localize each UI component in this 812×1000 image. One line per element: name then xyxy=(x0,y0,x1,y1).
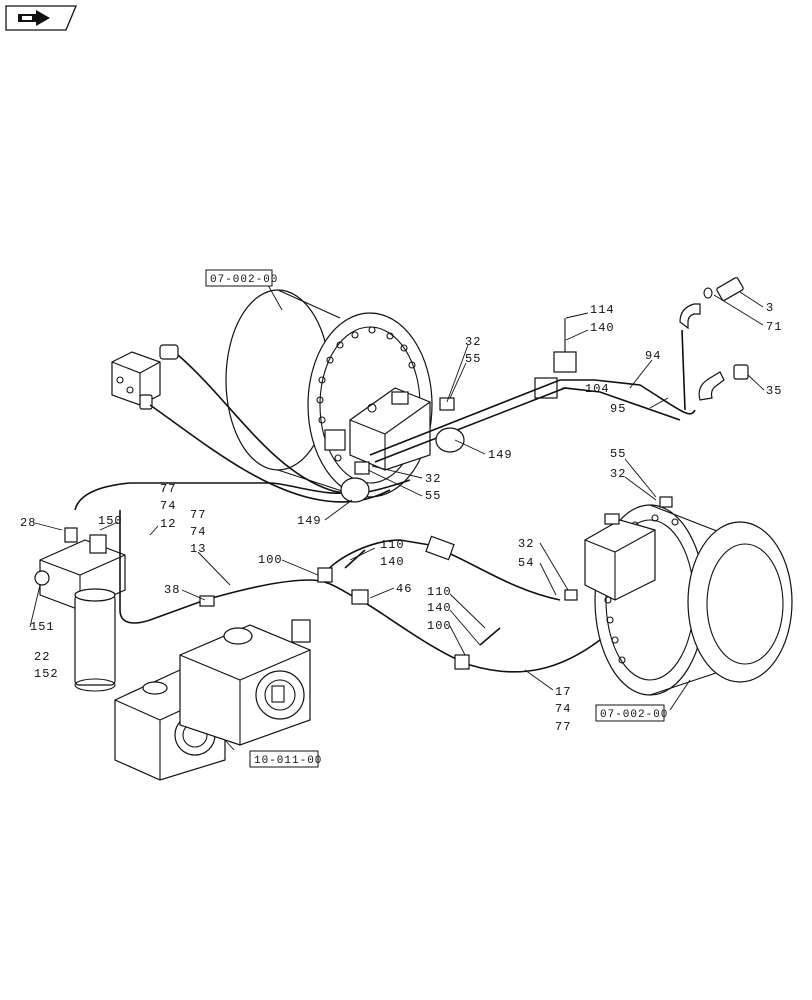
reference-code: 07-002-00 xyxy=(600,709,668,721)
reference-box-pump[interactable]: 10-011-00 xyxy=(249,750,322,768)
callout-74: 74 xyxy=(555,702,571,716)
fittings-top-right xyxy=(534,277,749,401)
callout-110: 110 xyxy=(427,585,452,599)
callout-77: 77 xyxy=(555,720,571,734)
callout-95: 95 xyxy=(610,402,626,416)
callout-149: 149 xyxy=(297,514,322,528)
callout-46: 46 xyxy=(396,582,412,596)
callout-54: 54 xyxy=(518,556,534,570)
reference-code: 10-011-00 xyxy=(254,755,322,767)
callout-38: 38 xyxy=(164,583,180,597)
callout-3: 3 xyxy=(766,301,774,315)
callout-140: 140 xyxy=(380,555,405,569)
callout-104: 104 xyxy=(585,382,610,396)
callout-140: 140 xyxy=(590,321,615,335)
callout-110: 110 xyxy=(380,538,405,552)
callout-150: 150 xyxy=(98,514,123,528)
callout-32: 32 xyxy=(518,537,534,551)
return-arrow-icon[interactable] xyxy=(5,5,77,31)
callout-32: 32 xyxy=(425,472,441,486)
callout-55: 55 xyxy=(465,352,481,366)
callout-140: 140 xyxy=(427,601,452,615)
callout-71: 71 xyxy=(766,320,782,334)
brake-valve-block xyxy=(111,344,179,410)
callout-labels: 32 55 114 140 3 71 94 104 35 95 149 32 5… xyxy=(20,301,782,734)
return-filter xyxy=(34,527,126,692)
travel-motor-right xyxy=(584,504,793,696)
callout-35: 35 xyxy=(766,384,782,398)
callout-17: 17 xyxy=(555,685,571,699)
callout-12: 12 xyxy=(160,517,176,531)
callout-94: 94 xyxy=(645,349,661,363)
travel-motor-left xyxy=(225,289,433,498)
callout-77: 77 xyxy=(190,508,206,522)
leader-lines xyxy=(29,284,765,751)
callout-13: 13 xyxy=(190,542,206,556)
callout-32: 32 xyxy=(465,335,481,349)
callout-149: 149 xyxy=(488,448,513,462)
callout-22: 22 xyxy=(34,650,50,664)
reference-box-top[interactable]: 07-002-00 xyxy=(205,269,278,287)
callout-77: 77 xyxy=(160,482,176,496)
hydraulic-pump xyxy=(114,619,311,781)
callout-114: 114 xyxy=(590,303,615,317)
callout-74: 74 xyxy=(190,525,206,539)
callout-55: 55 xyxy=(425,489,441,503)
callout-28: 28 xyxy=(20,516,36,530)
callout-55: 55 xyxy=(610,447,626,461)
callout-74: 74 xyxy=(160,499,176,513)
callout-32: 32 xyxy=(610,467,626,481)
reference-code: 07-002-00 xyxy=(210,274,278,286)
callout-100: 100 xyxy=(427,619,452,633)
callout-151: 151 xyxy=(30,620,55,634)
callout-152: 152 xyxy=(34,667,59,681)
reference-box-right[interactable]: 07-002-00 xyxy=(595,704,668,722)
callout-100: 100 xyxy=(258,553,283,567)
